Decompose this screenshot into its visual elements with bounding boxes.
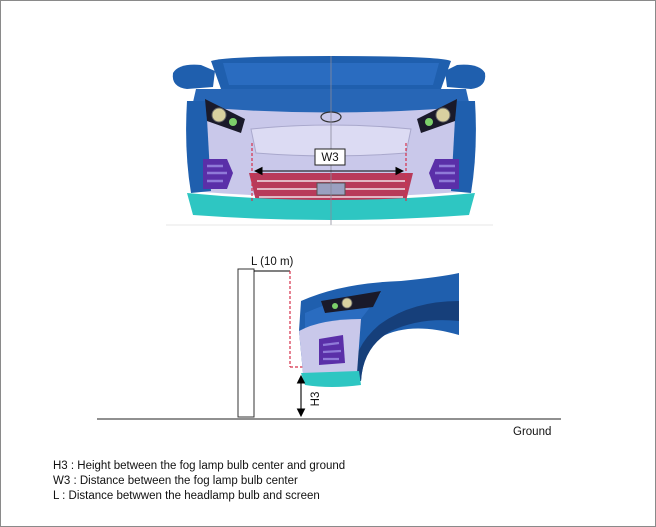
l-distance-label: L (10 m) [251, 256, 294, 268]
screen-board [237, 268, 255, 418]
car-front-view [166, 56, 493, 226]
car-side-view [97, 268, 561, 420]
ground-label: Ground [513, 426, 551, 438]
legend-w3: W3 : Distance between the fog lamp bulb … [53, 475, 298, 487]
legend-h3: H3 : Height between the fog lamp bulb ce… [53, 460, 346, 472]
right-fog-lamp [429, 159, 459, 189]
h3-label: H3 [310, 392, 322, 407]
right-mirror [445, 64, 486, 89]
legend: H3 : Height between the fog lamp bulb ce… [53, 459, 345, 504]
side-fog-lamp [319, 335, 345, 365]
left-mirror [172, 64, 215, 89]
right-headlamp [417, 99, 457, 133]
left-fog-lamp [203, 159, 233, 189]
left-headlamp [205, 99, 245, 133]
legend-l: L : Distance betwwen the headlamp bulb a… [53, 490, 320, 502]
w3-label: W3 [321, 152, 338, 164]
